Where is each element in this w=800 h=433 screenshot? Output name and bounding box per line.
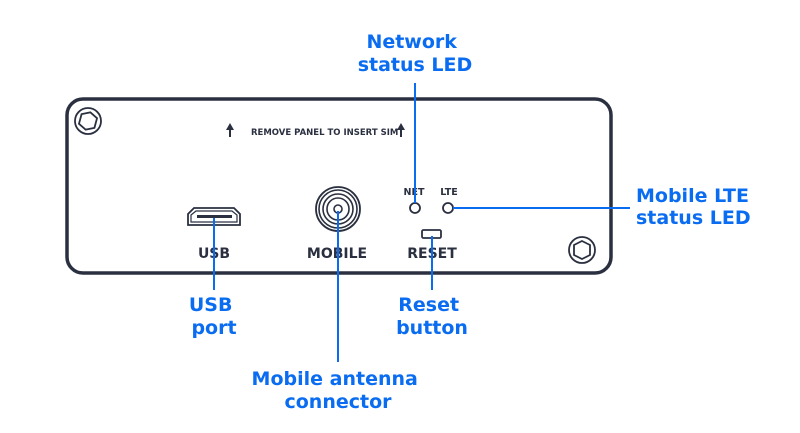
usb-port-icon [187,207,241,226]
net-led-icon [409,202,421,214]
lte-led-icon [442,202,454,214]
arrow-up-icon [226,123,234,137]
lte-led-callout-line1: Mobile LTE [636,185,749,207]
lte-label: LTE [440,187,457,198]
usb-port-callout-line2: port [191,317,236,339]
sim-notice: REMOVE PANEL TO INSERT SIM [251,128,398,138]
reset-button-callout-line1: Reset [398,294,459,316]
antenna-callout-line1: Mobile antenna [252,368,418,390]
network-led-callout-line2: status LED [358,54,473,76]
network-led-callout: Network status LED [358,31,473,76]
screw-icon-bottom-right [568,236,596,264]
screw-icon-top-left [74,107,102,135]
network-led-callout-line1: Network [366,31,457,53]
lte-led-callout: Mobile LTE status LED [636,185,756,229]
lte-led-callout-line2: status LED [636,207,751,229]
usb-port-callout-line1: USB [189,294,233,316]
reset-button-callout: Reset button [396,294,468,339]
reset-button-callout-line2: button [396,317,468,339]
antenna-callout: Mobile antenna connector [252,368,425,413]
antenna-callout-line2: connector [284,391,392,413]
usb-port-callout: USB port [189,294,239,339]
arrow-up-icon [397,123,405,137]
